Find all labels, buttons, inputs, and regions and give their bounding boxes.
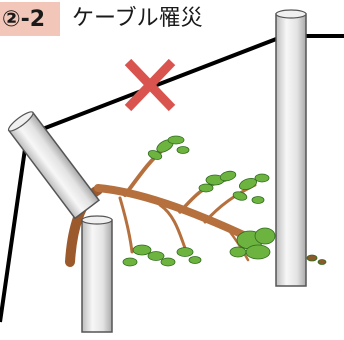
diagram-title: ケーブル罹災 [72, 6, 203, 31]
utility-pole-right [275, 9, 307, 287]
utility-pole-tilted [7, 111, 101, 220]
branch-leaves [122, 135, 327, 267]
utility-pole-stump [81, 215, 113, 333]
section-number-badge: ②-2 [0, 2, 60, 36]
x-mark-icon [124, 58, 176, 112]
